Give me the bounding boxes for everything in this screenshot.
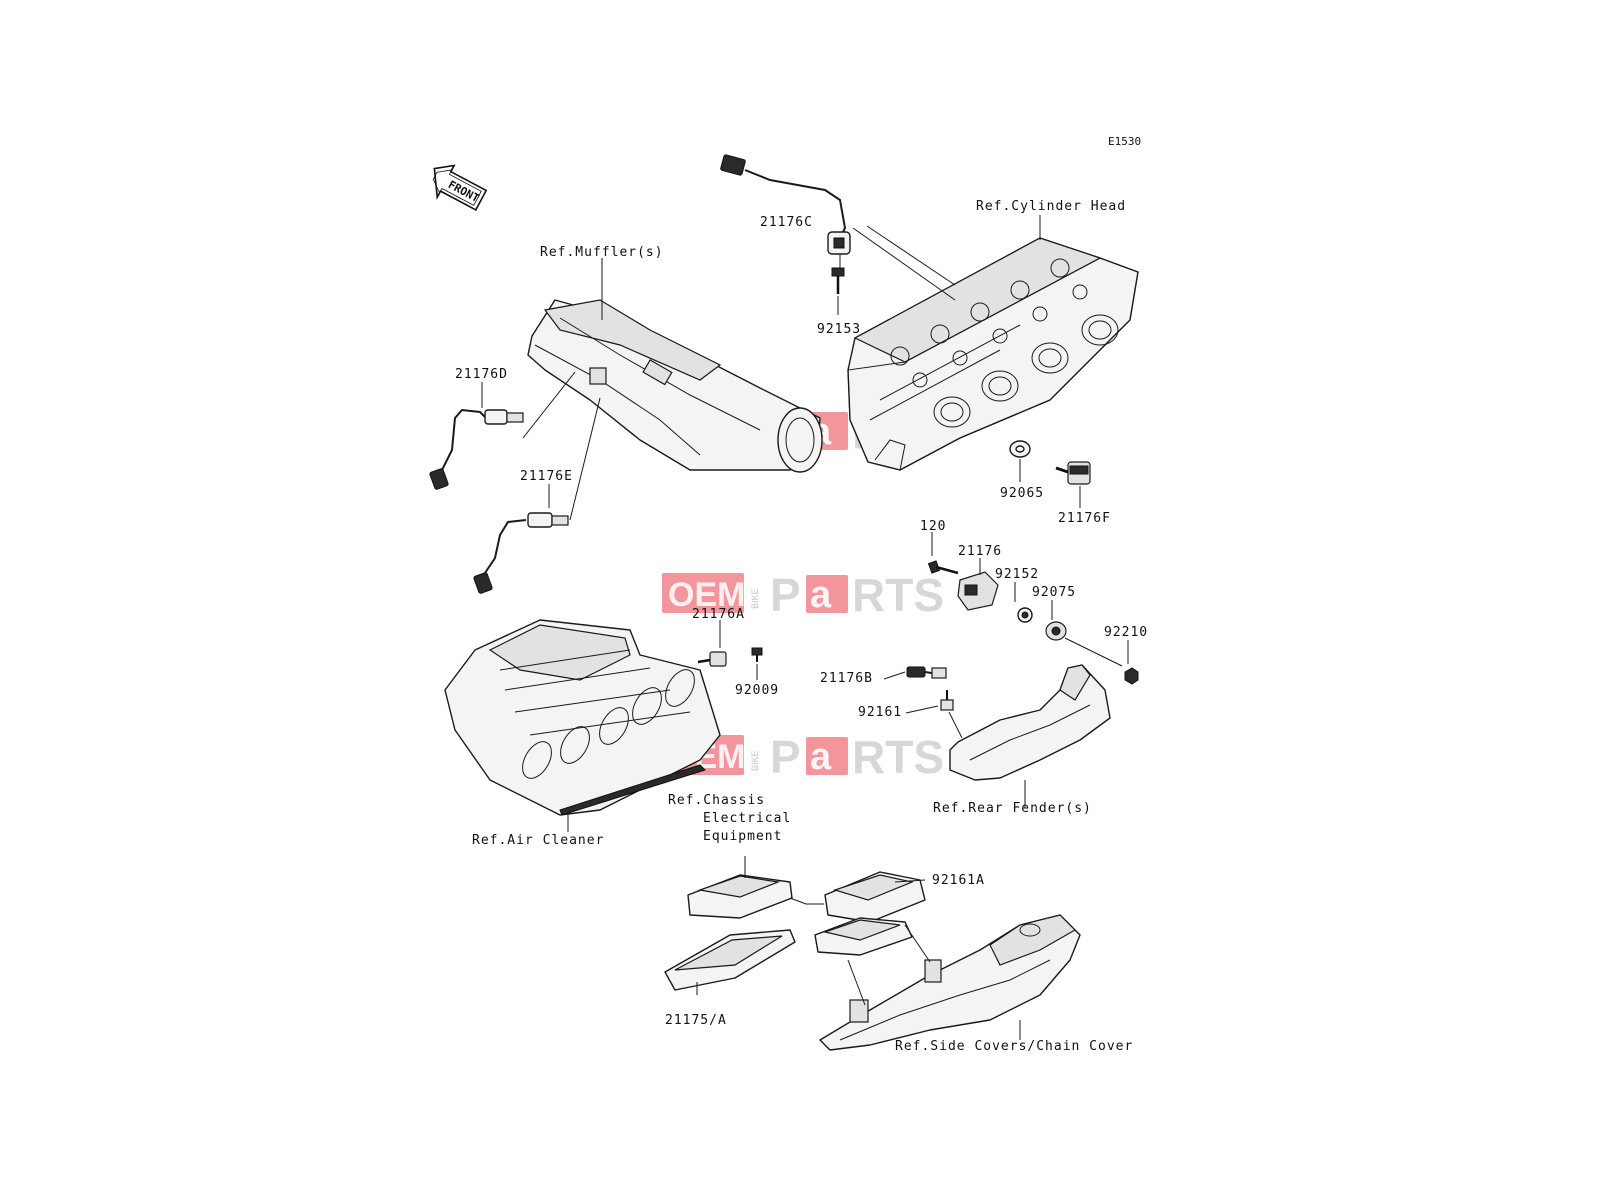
- bolt-92153: [831, 267, 845, 294]
- label-92161: 92161: [858, 705, 902, 720]
- watermark-a: a: [810, 574, 832, 616]
- nut-92210: [1124, 667, 1139, 685]
- watermark-rts: RTS: [852, 731, 944, 783]
- label-92210: 92210: [1104, 625, 1148, 640]
- label-ref-muffler: Ref.Muffler(s): [540, 245, 664, 260]
- screw-92009: [751, 647, 763, 662]
- sensor-21176D: [429, 408, 524, 490]
- ecu-lower-left: [664, 929, 796, 991]
- label-ref-chassis-line1: Ref.Chassis: [668, 793, 765, 808]
- label-21176B: 21176B: [820, 671, 873, 686]
- ecu-upper-left: [687, 874, 793, 919]
- sensor-21176A: [697, 651, 727, 667]
- labels: 21176C 92153 Ref.Cylinder Head Ref.Muffl…: [455, 199, 1148, 1054]
- label-21175A: 21175/A: [665, 1013, 727, 1028]
- sensor-21176C: [720, 154, 851, 272]
- leader-lines: [481, 215, 1129, 1040]
- label-21176E: 21176E: [520, 469, 573, 484]
- label-21176C: 21176C: [760, 215, 813, 230]
- watermark-p: P: [770, 569, 801, 621]
- sensor-21176F: [1055, 461, 1091, 485]
- label-92075: 92075: [1032, 585, 1076, 600]
- label-21176: 21176: [958, 544, 1002, 559]
- air-cleaner-drawing: [444, 619, 721, 816]
- label-120: 120: [920, 519, 946, 534]
- muffler-drawing: [527, 299, 823, 473]
- label-92153: 92153: [817, 322, 861, 337]
- side-covers-drawing: [819, 914, 1081, 1051]
- collar-92152: [1017, 607, 1033, 623]
- bracket-92161: [940, 690, 954, 711]
- watermark-rts: RTS: [852, 569, 944, 621]
- rear-fender-drawing: [949, 664, 1111, 781]
- sensor-21176: [957, 571, 999, 611]
- label-ref-side-covers: Ref.Side Covers/Chain Cover: [895, 1039, 1133, 1054]
- watermark-p: P: [770, 731, 801, 783]
- cylinder-head-drawing: [847, 237, 1139, 471]
- grommet-92075: [1045, 621, 1067, 641]
- watermark-oem: OEM: [668, 576, 745, 614]
- watermark-bike: BIKE: [750, 750, 760, 771]
- label-ref-rear-fender: Ref.Rear Fender(s): [933, 801, 1092, 816]
- watermark-middle: OEM BIKE P a RTS: [662, 569, 944, 621]
- label-92161A: 92161A: [932, 873, 985, 888]
- label-92009: 92009: [735, 683, 779, 698]
- sensor-21176B: [906, 666, 947, 679]
- label-92065: 92065: [1000, 486, 1044, 501]
- ecu-lower-right: [814, 917, 913, 956]
- washer-92065: [1009, 440, 1031, 458]
- front-arrow-icon: FRONT: [432, 164, 488, 211]
- watermark-bike: BIKE: [750, 588, 760, 609]
- label-21176A: 21176A: [692, 607, 745, 622]
- watermark-a: a: [810, 736, 832, 778]
- label-ref-chassis-line3: Equipment: [703, 829, 782, 844]
- bolt-120: [927, 560, 959, 575]
- label-ref-chassis-line2: Electrical: [703, 811, 791, 826]
- label-21176F: 21176F: [1058, 511, 1111, 526]
- label-21176D: 21176D: [455, 367, 508, 382]
- diagram-code: E1530: [1108, 135, 1141, 148]
- label-ref-cylinder-head: Ref.Cylinder Head: [976, 199, 1126, 214]
- label-ref-air-cleaner: Ref.Air Cleaner: [472, 833, 604, 848]
- label-92152: 92152: [995, 567, 1039, 582]
- sensor-21176E: [473, 512, 569, 594]
- ecu-upper-right: [824, 871, 926, 923]
